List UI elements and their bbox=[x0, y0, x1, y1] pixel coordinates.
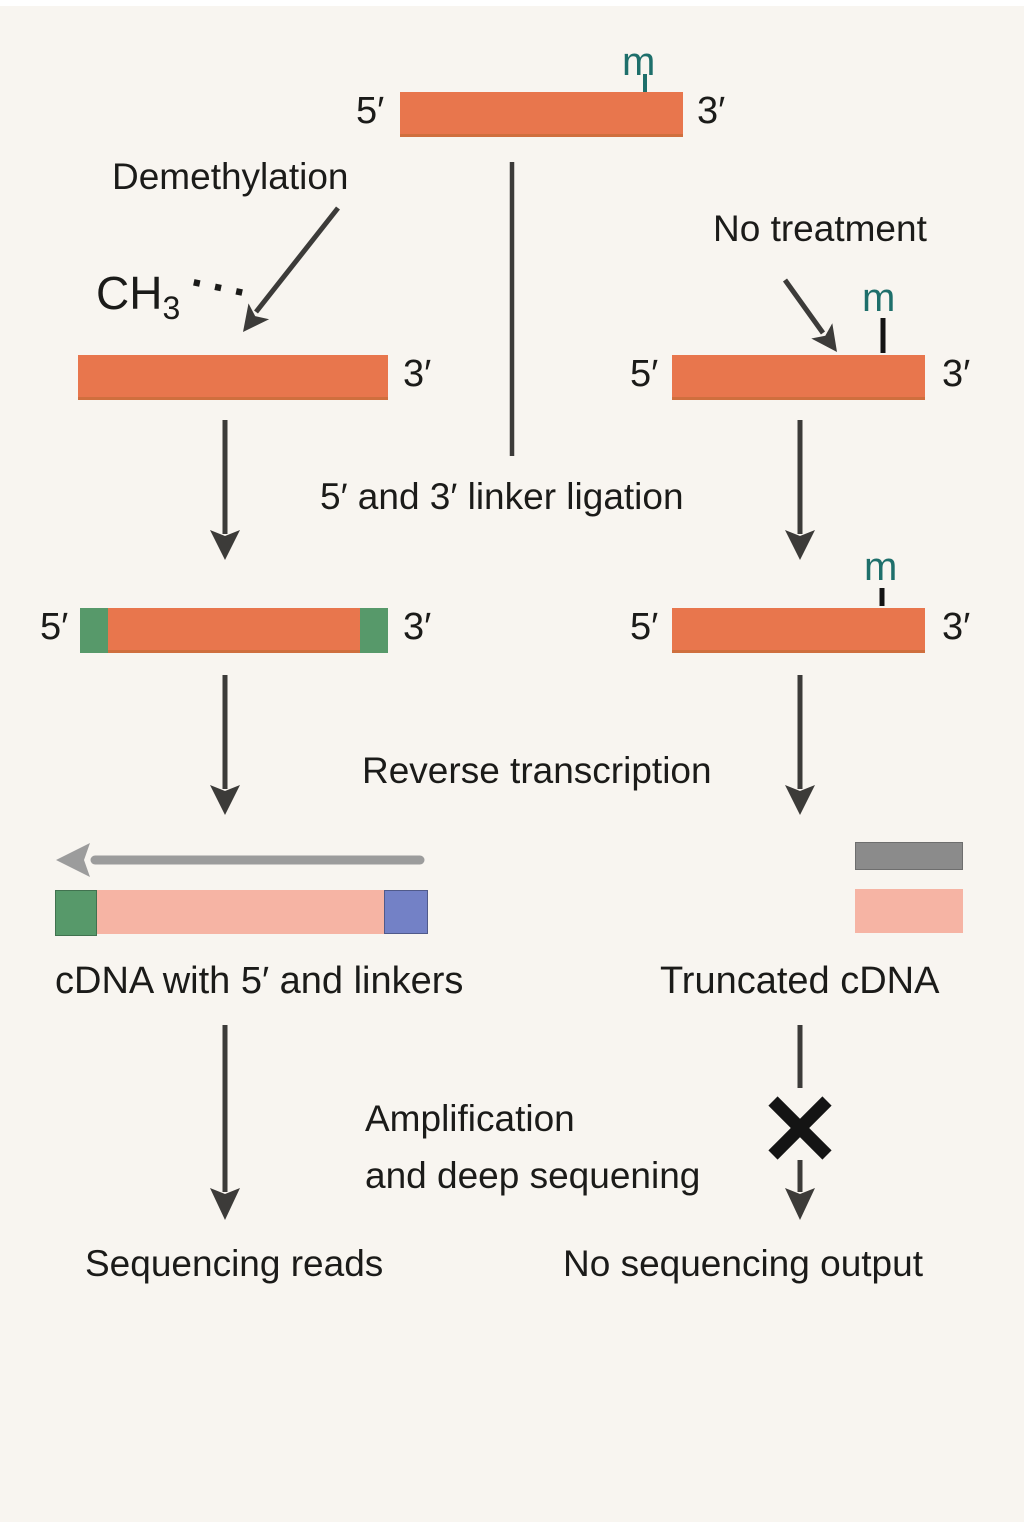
five-prime-label: 5′ bbox=[630, 353, 659, 395]
methylated-strand-bar bbox=[672, 355, 925, 400]
demethylation-label: Demethylation bbox=[112, 156, 349, 197]
cdna-caption: cDNA with 5′ and linkers bbox=[55, 960, 464, 1002]
down-arrow-icon bbox=[785, 675, 815, 815]
ligated-strand-bar bbox=[80, 608, 388, 653]
no-treatment-label: No treatment bbox=[713, 208, 927, 249]
methylated-strand-bar bbox=[672, 608, 925, 653]
three-prime-linker-segment bbox=[360, 608, 388, 653]
top-edge bbox=[0, 0, 1024, 6]
three-prime-label: 3′ bbox=[403, 606, 432, 648]
down-arrow-icon bbox=[785, 420, 815, 560]
demethylation-arrow-icon bbox=[243, 206, 340, 332]
linker-segment-green bbox=[55, 890, 97, 936]
bottom-edge bbox=[0, 1522, 1024, 1536]
demethylated-strand-bar bbox=[78, 355, 388, 400]
cross-icon bbox=[768, 1096, 832, 1160]
three-prime-label: 3′ bbox=[403, 353, 432, 395]
five-prime-label: 5′ bbox=[630, 606, 659, 648]
no-treatment-arrow-icon bbox=[782, 278, 837, 352]
amplification-line1: Amplification bbox=[365, 1098, 575, 1139]
blocked-arrow-icon bbox=[785, 1025, 815, 1220]
reverse-transcription-label: Reverse transcription bbox=[362, 750, 712, 791]
five-prime-label: 5′ bbox=[356, 90, 385, 132]
truncated-cdna-bar bbox=[855, 889, 963, 933]
amplification-line2: and deep sequening bbox=[365, 1154, 701, 1196]
rna-segment bbox=[108, 608, 360, 653]
cdna-segment bbox=[97, 890, 384, 934]
three-prime-label: 3′ bbox=[942, 606, 971, 648]
no-sequencing-output-label: No sequencing output bbox=[563, 1243, 923, 1284]
ligation-step-label: 5′ and 3′ linker ligation bbox=[320, 476, 684, 517]
ch3-subscript: 3 bbox=[162, 290, 181, 326]
methyl-label: m bbox=[864, 545, 898, 589]
down-arrow-icon bbox=[210, 1025, 240, 1220]
ch3-label: CH bbox=[96, 267, 163, 319]
methyl-label: m bbox=[622, 40, 656, 84]
truncated-cdna-caption: Truncated cDNA bbox=[660, 960, 940, 1002]
ch3-group: CH3··· bbox=[96, 258, 260, 326]
five-prime-label: 5′ bbox=[40, 606, 69, 648]
linker-segment-blue bbox=[384, 890, 428, 934]
three-prime-label: 3′ bbox=[697, 90, 726, 132]
five-prime-linker-segment bbox=[80, 608, 108, 653]
truncated-template-bar bbox=[855, 842, 963, 870]
cdna-bar bbox=[55, 890, 428, 936]
rna-strand-bar bbox=[400, 92, 683, 137]
amplification-step-label: Amplification and deep sequening bbox=[365, 1098, 700, 1197]
sequencing-reads-label: Sequencing reads bbox=[85, 1243, 384, 1284]
down-arrow-icon bbox=[210, 420, 240, 560]
three-prime-label: 3′ bbox=[942, 353, 971, 395]
reverse-transcription-arrow-icon bbox=[56, 843, 425, 877]
down-arrow-icon bbox=[210, 675, 240, 815]
methyl-label: m bbox=[862, 276, 896, 320]
